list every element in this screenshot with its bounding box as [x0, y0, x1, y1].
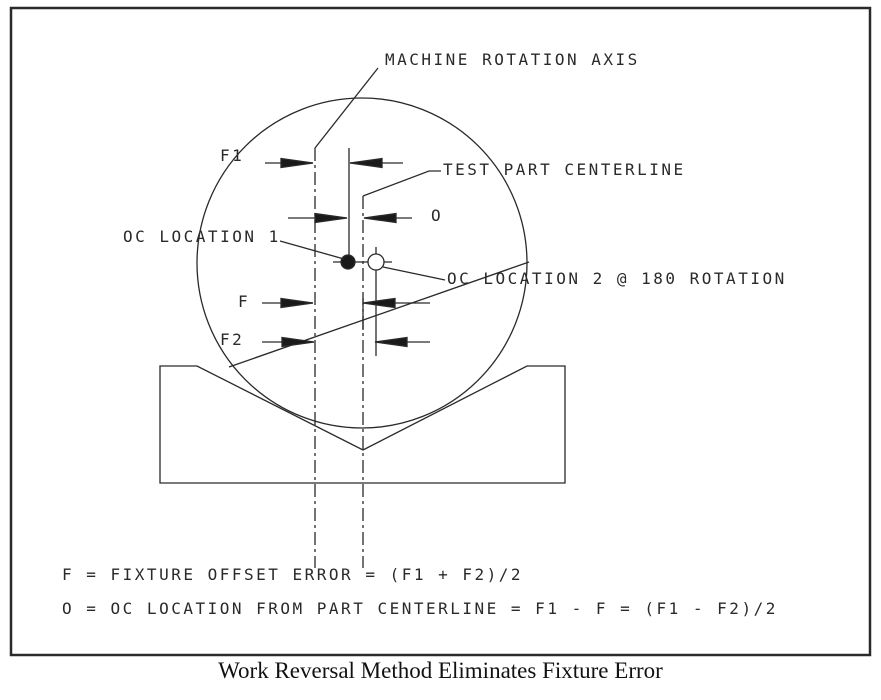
oc-location-formula: O = OC LOCATION FROM PART CENTERLINE = F…	[62, 599, 778, 618]
figure-border	[9, 6, 872, 657]
dimension-o-label: O	[431, 206, 444, 225]
centerline-leader	[362, 170, 441, 197]
dimension-f2-label: F2	[220, 330, 245, 349]
oc-location-2-point	[367, 253, 385, 271]
v-block-fixture	[159, 365, 566, 484]
dimension-f2-arrows	[262, 336, 430, 348]
oc-location-1-point	[340, 254, 356, 270]
dimension-f1-label: F1	[220, 146, 245, 165]
test-part-centerline-label: TEST PART CENTERLINE	[443, 160, 686, 179]
fixture-offset-formula: F = FIXTURE OFFSET ERROR = (F1 + F2)/2	[62, 565, 524, 584]
dimension-f1-arrows	[265, 157, 403, 169]
machine-rotation-axis-label: MACHINE ROTATION AXIS	[385, 50, 640, 69]
figure-caption: Work Reversal Method Eliminates Fixture …	[218, 658, 663, 683]
machine-axis-leader	[314, 67, 379, 149]
dimension-f-arrows	[262, 297, 430, 330]
oc1-leader	[279, 240, 345, 260]
test-part-circle	[196, 97, 528, 429]
oc-location-2-label: OC LOCATION 2 @ 180 ROTATION	[447, 269, 787, 288]
dimension-o-arrows	[288, 212, 412, 224]
oc2-leader	[382, 266, 446, 281]
dimension-f-label: F	[238, 292, 251, 311]
oc-location-1-label: OC LOCATION 1	[123, 227, 281, 246]
diagonal-chord-line	[228, 261, 530, 368]
